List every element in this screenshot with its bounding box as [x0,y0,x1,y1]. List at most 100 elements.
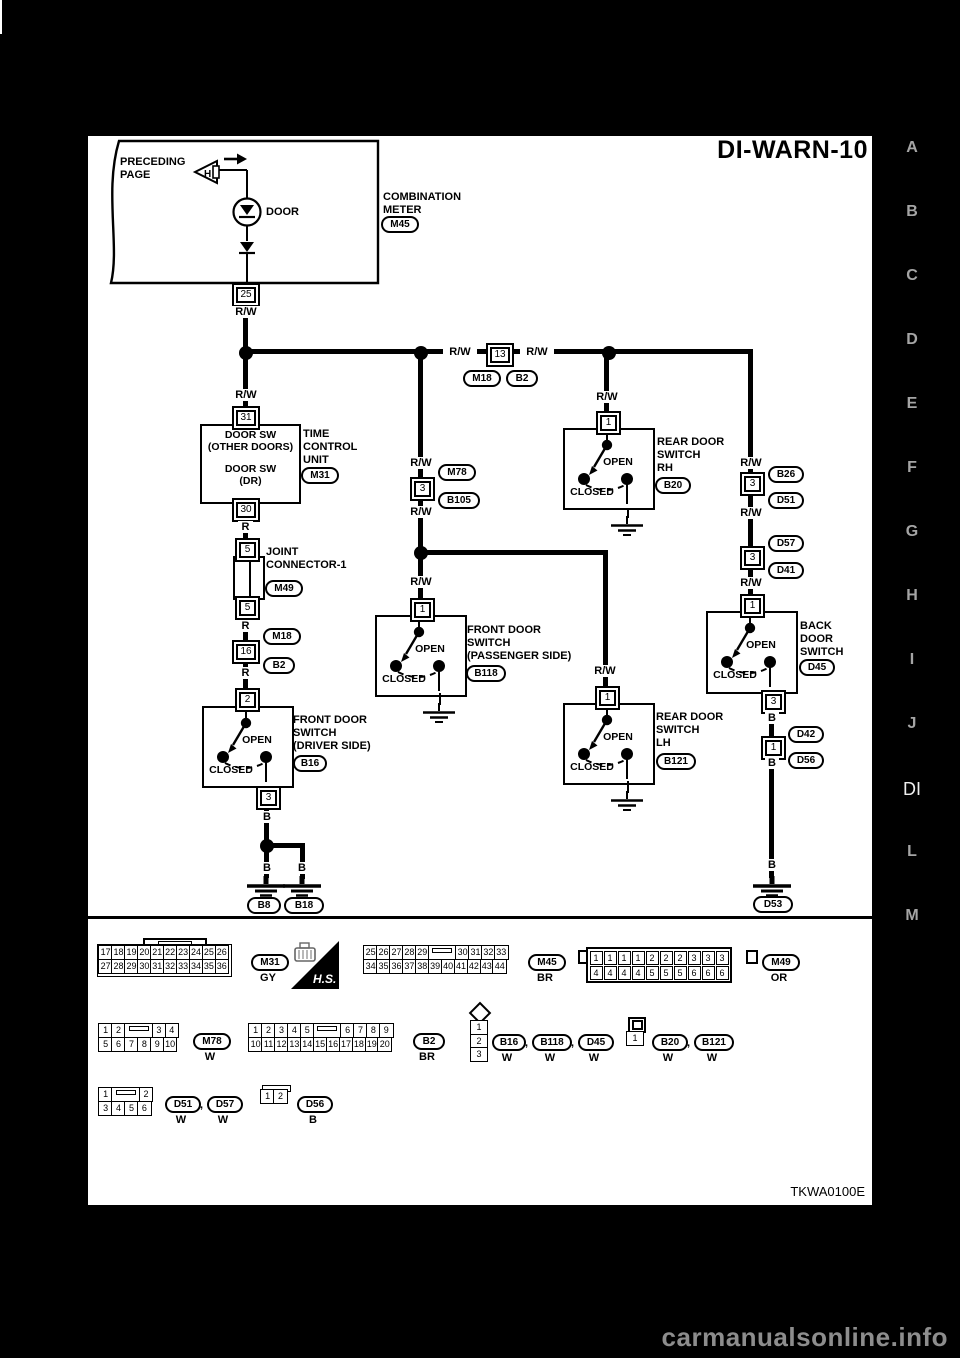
terminal-3: 3 [740,472,765,496]
wire-color-label: R/W [736,577,766,589]
terminal-1: 1 [761,736,786,760]
wire [748,349,753,472]
tcu-door-sw-other-2: (OTHER DOORS) [207,441,294,453]
connector-ref-b20: B20 [652,1034,688,1051]
connector-ref-m31: M31 [251,954,289,971]
connector-ref-m49: M49 [762,954,800,971]
terminal-5: 5 [235,596,260,620]
combination-meter-outline: H [109,139,380,285]
pin-3: 3 [687,950,701,965]
joint-connector-box [233,556,265,600]
pin-38: 38 [415,958,430,974]
switch-closed-label: CLOSED [570,486,614,498]
connector-ref-b121: B121 [694,1034,734,1051]
wire [421,550,608,555]
wire [603,553,608,686]
ground-icon [605,516,649,543]
terminal-16: 16 [232,640,260,664]
back-door-switch-box: OPEN CLOSED [706,611,798,694]
connector-ref-m78: M78 [193,1033,231,1050]
junction-dot [414,346,428,360]
connector-ref-b16: B16 [492,1034,526,1051]
pin-15: 15 [312,1036,328,1052]
switch-symbol [565,705,649,784]
color-code-br: BR [419,1051,435,1063]
page-title: DI-WARN-10 [717,136,868,164]
switch-closed-label: CLOSED [713,669,757,681]
color-code-b: B [309,1114,317,1126]
pin-2: 2 [659,950,673,965]
wire-color-label: R/W [443,346,477,358]
comma: , [687,1037,691,1049]
wire-color-label: R/W [520,346,554,358]
terminal-1: 1 [596,411,621,435]
ground-wire [438,693,441,705]
connector-ref-d42: D42 [788,726,824,743]
switch-closed-label: CLOSED [570,761,614,773]
pin-4: 4 [631,965,645,980]
wire-color-label: R/W [736,507,766,519]
comma: , [571,1037,575,1049]
pin-1: 1 [631,950,645,965]
pin-1: 1 [260,1089,275,1105]
switch-symbol [204,708,288,787]
header-rule [88,133,872,136]
pin-28: 28 [111,958,126,974]
switch-open-label: OPEN [603,456,633,468]
wire-color-label: R [238,620,253,632]
color-code-w: W [588,1052,600,1064]
wire-color-label: R/W [736,457,766,469]
door-lamp-label: DOOR [266,206,299,218]
wire-color-label: R [238,521,253,533]
connector-ref-d45: D45 [578,1034,614,1051]
ground-icon [244,876,288,903]
connector-ref-b16: B16 [293,755,327,772]
connector-ref-d57: D57 [768,535,804,552]
wire-color-label: R/W [231,389,261,401]
color-code-gy: GY [260,972,276,984]
wire-bus [512,349,753,354]
ground-icon [417,703,461,730]
connector-ref-m49: M49 [265,580,303,597]
ground-wire [626,508,629,518]
connector-ref-m18: M18 [263,628,301,645]
wire-color-label: R [238,667,253,679]
sidebar-letter-b: B [906,203,918,220]
terminal-2: 2 [235,688,260,712]
sidebar-letter-e: E [906,395,918,412]
scan-edge-artifact [0,0,2,34]
pin-3: 3 [701,950,715,965]
color-code-br: BR [537,972,553,984]
pin-10: 10 [248,1036,263,1052]
terminal-1: 1 [410,598,435,622]
switch-open-label: OPEN [415,643,445,655]
connector-ref-b118: B118 [532,1034,572,1051]
pin-34: 34 [188,958,204,974]
pin-10: 10 [162,1036,178,1052]
pin-3: 3 [470,1047,488,1063]
connector-ref-d51: D51 [768,492,804,509]
front-door-switch-driver-box: OPEN CLOSED [202,706,294,788]
sidebar-letter-f: F [907,459,917,476]
pin-1: 1 [603,950,617,965]
pin-4: 4 [589,965,603,980]
switch-open-label: OPEN [242,734,272,746]
color-code-w: W [175,1114,187,1126]
color-code-w: W [544,1052,556,1064]
terminal-1: 1 [595,686,620,710]
sidebar-letter-l: L [907,843,917,860]
connector-ref-b121: B121 [656,753,696,770]
connector-ref-b8: B8 [247,897,281,914]
color-code-or: OR [770,972,788,984]
terminal-3: 3 [410,477,435,501]
pinout-b20-b121: 1 [626,1031,644,1047]
front-door-switch-passenger-box: OPEN CLOSED [375,615,467,697]
pin-14: 14 [300,1036,315,1052]
connector-ref-m18: M18 [463,370,501,387]
